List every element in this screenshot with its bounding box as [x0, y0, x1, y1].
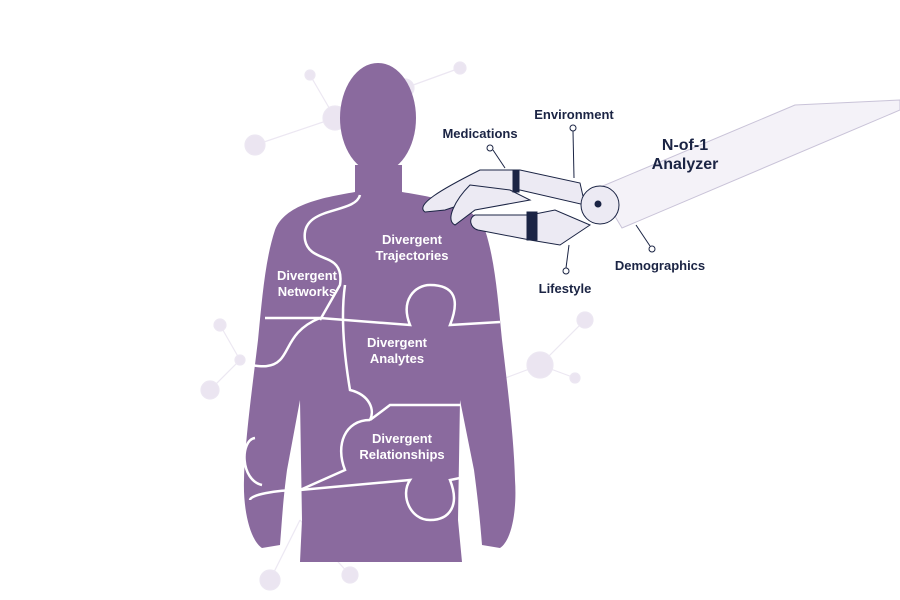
- lifestyle-node: [562, 267, 570, 275]
- robot-joint: [512, 169, 520, 193]
- puzzle-seams: [243, 194, 501, 522]
- environment-node: [569, 124, 577, 132]
- body: [243, 165, 516, 562]
- robot-finger: [450, 184, 532, 226]
- robot-forearm: [597, 99, 900, 229]
- demographics-node: [648, 245, 656, 253]
- lifestyle-label: Lifestyle: [539, 281, 592, 296]
- robot-wrist-pin: [594, 200, 602, 208]
- medications-label: Medications: [442, 126, 517, 141]
- medications-node: [486, 144, 494, 152]
- human-silhouette: [243, 63, 516, 562]
- robot-arm: [422, 99, 900, 246]
- head: [340, 63, 416, 173]
- environment-label: Environment: [534, 107, 614, 122]
- demographics-label: Demographics: [615, 258, 705, 273]
- robot-joint: [526, 211, 538, 241]
- factor-connectors: [486, 124, 656, 275]
